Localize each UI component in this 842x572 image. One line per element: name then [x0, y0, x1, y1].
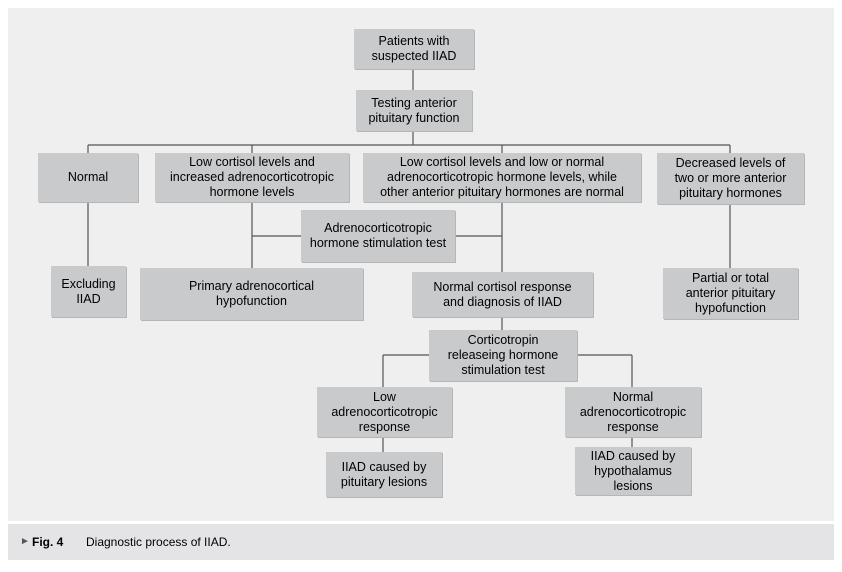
box-line: hormone stimulation test	[309, 236, 447, 250]
box-line: Excluding	[61, 276, 116, 291]
box-line: stimulation test	[461, 363, 545, 377]
box-line: Normal cortisol response	[433, 279, 572, 294]
box-line: adrenocorticotropic hormone levels, whil…	[387, 170, 617, 184]
box-line: pituitary lesions	[340, 474, 428, 489]
box-line: hormone levels	[209, 185, 295, 199]
box-line: Low cortisol levels and	[189, 155, 315, 169]
box-line: anterior pituitary	[685, 286, 776, 300]
box-line: pituitary function	[368, 110, 460, 125]
box-line: hypothalamus	[594, 463, 672, 478]
box-line: and diagnosis of IIAD	[443, 294, 562, 309]
box-line: Testing anterior	[371, 95, 457, 110]
box-line: Adrenocorticotropic	[324, 221, 432, 235]
box-line: IIAD	[76, 291, 101, 306]
box-line: hypofunction	[216, 294, 287, 308]
box-line: hypofunction	[695, 301, 766, 315]
box-line: IIAD caused by	[590, 448, 676, 463]
box-line: Low cortisol levels and low or normal	[399, 155, 605, 169]
caption-label: Fig. 4	[32, 535, 64, 549]
figure-caption: ► Fig. 4 Diagnostic process of IIAD.	[8, 524, 834, 560]
caption-text: Diagnostic process of IIAD.	[86, 535, 231, 549]
box-line: other anterior pituitary hormones are no…	[380, 185, 624, 199]
box-line: IIAD caused by	[341, 459, 427, 474]
box-line: adrenocorticotropic	[579, 404, 687, 419]
box-line: suspected IIAD	[371, 49, 457, 63]
box-normal: Normal	[38, 153, 138, 202]
box-line: adrenocorticotropic	[331, 404, 438, 419]
box-line: Normal	[612, 389, 654, 404]
box-line: Partial or total	[691, 271, 770, 285]
box-line: Patients with	[378, 34, 450, 48]
box-line: increased adrenocorticotropic	[170, 170, 334, 184]
box-line: releaseing hormone	[447, 348, 559, 362]
box-line: response	[607, 419, 659, 434]
box-line: Corticotropin	[467, 333, 539, 347]
box-line: lesions	[613, 478, 653, 493]
box-line: Primary adrenocortical	[188, 279, 315, 293]
box-line: two or more anterior	[674, 171, 787, 185]
box-line: pituitary hormones	[679, 186, 782, 200]
caption-arrow-icon: ►	[20, 536, 30, 547]
box-line: Low	[373, 389, 396, 404]
box-line: Decreased levels of	[675, 156, 786, 170]
box-line: response	[358, 419, 411, 434]
box-line: Normal	[67, 170, 109, 184]
